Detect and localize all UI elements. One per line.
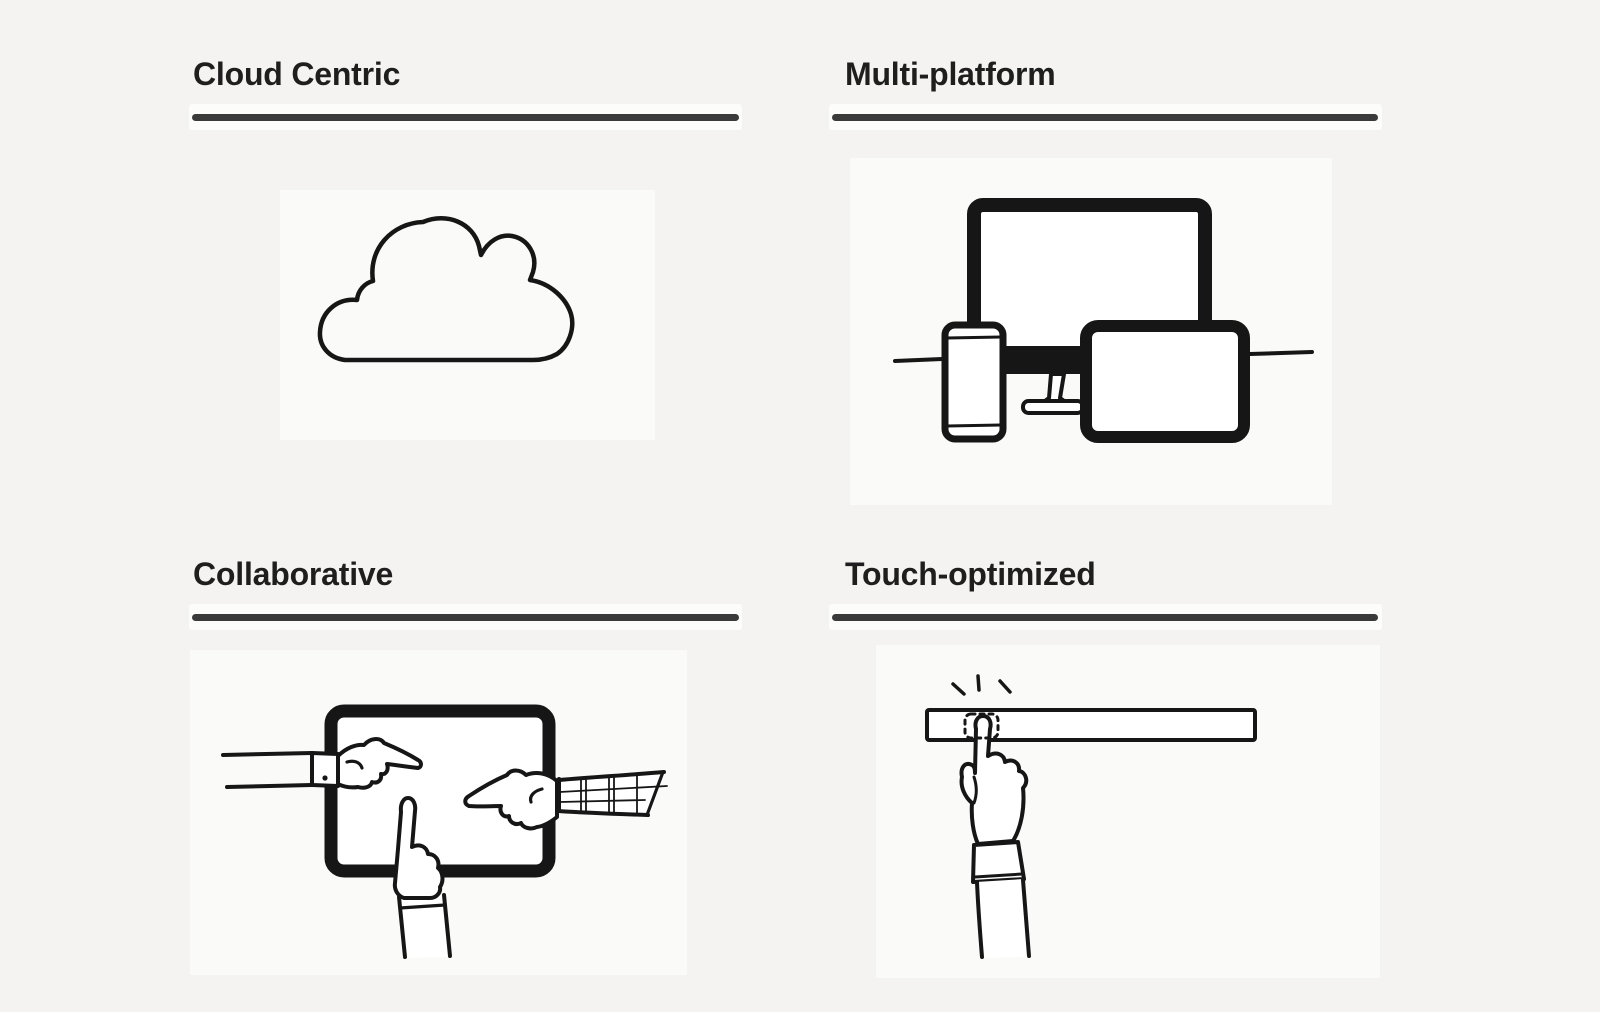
tablet-body xyxy=(1080,320,1250,443)
right-pointing-hand xyxy=(463,768,668,831)
feature-title-cloud-centric: Cloud Centric xyxy=(193,56,401,92)
bottom-hand xyxy=(392,796,445,900)
left-pointing-hand xyxy=(221,737,423,790)
divider-rule-cloud-centric xyxy=(192,114,739,121)
table-line-left xyxy=(893,357,944,363)
illustration-panel-cloud xyxy=(280,190,655,440)
illustration-panel-touch xyxy=(876,645,1380,978)
sleeve-end-edge xyxy=(645,770,665,817)
tapping-hand xyxy=(959,714,1031,959)
monitor-stand-neck xyxy=(1040,372,1069,405)
finger-tap-toolbar-icon xyxy=(925,674,1257,959)
cuff-fold-line xyxy=(973,872,1024,879)
sleeve-right-edge xyxy=(1021,878,1031,958)
sleeve-top-line xyxy=(557,770,666,782)
sleeve-bottom-line xyxy=(556,809,650,817)
hands-on-tablet-icon xyxy=(221,704,668,959)
left-hand xyxy=(336,737,423,790)
cuff-button xyxy=(322,775,328,781)
cloud-outline xyxy=(317,216,575,363)
left-cuff xyxy=(310,751,340,788)
tap-spark-ticks xyxy=(951,674,1012,696)
divider-rule-touch-optimized xyxy=(832,614,1378,621)
divider-rule-multi-platform xyxy=(832,114,1378,121)
thumb-crease-line xyxy=(972,775,978,805)
bottom-sleeve-fill xyxy=(399,894,450,958)
bottom-sleeve-left-edge xyxy=(397,895,407,959)
left-arm-bottom-line xyxy=(225,783,314,789)
phone-body xyxy=(941,321,1007,443)
left-arm-top-line xyxy=(221,751,314,757)
bottom-cuff-fold-line xyxy=(398,903,447,910)
hand-outline xyxy=(959,714,1029,846)
feature-title-multi-platform: Multi-platform xyxy=(845,56,1056,92)
feature-title-touch-optimized: Touch-optimized xyxy=(845,556,1096,592)
cloud-icon xyxy=(317,216,575,363)
bottom-sleeve-right-edge xyxy=(442,893,452,958)
multi-device-icon xyxy=(893,198,1314,443)
plaid-pattern xyxy=(559,773,668,816)
toolbar-bar xyxy=(925,708,1257,742)
monitor-stand-base xyxy=(1021,399,1085,415)
right-thumb-line xyxy=(528,787,544,804)
feature-title-collaborative: Collaborative xyxy=(193,556,394,592)
dashed-touch-target xyxy=(963,712,1000,740)
smartphone-icon xyxy=(941,321,1007,443)
left-thumb-line xyxy=(345,759,364,770)
sleeve-fill xyxy=(976,879,1030,958)
sleeve-left-edge xyxy=(975,880,984,959)
divider-rule-collaborative xyxy=(192,614,739,621)
bottom-pointing-hand xyxy=(392,796,452,959)
tablet-icon xyxy=(1080,320,1250,443)
right-hand xyxy=(463,768,559,831)
phone-home-line xyxy=(945,423,1003,428)
table-line-right xyxy=(1248,350,1314,356)
phone-earpiece-line xyxy=(945,335,1003,340)
